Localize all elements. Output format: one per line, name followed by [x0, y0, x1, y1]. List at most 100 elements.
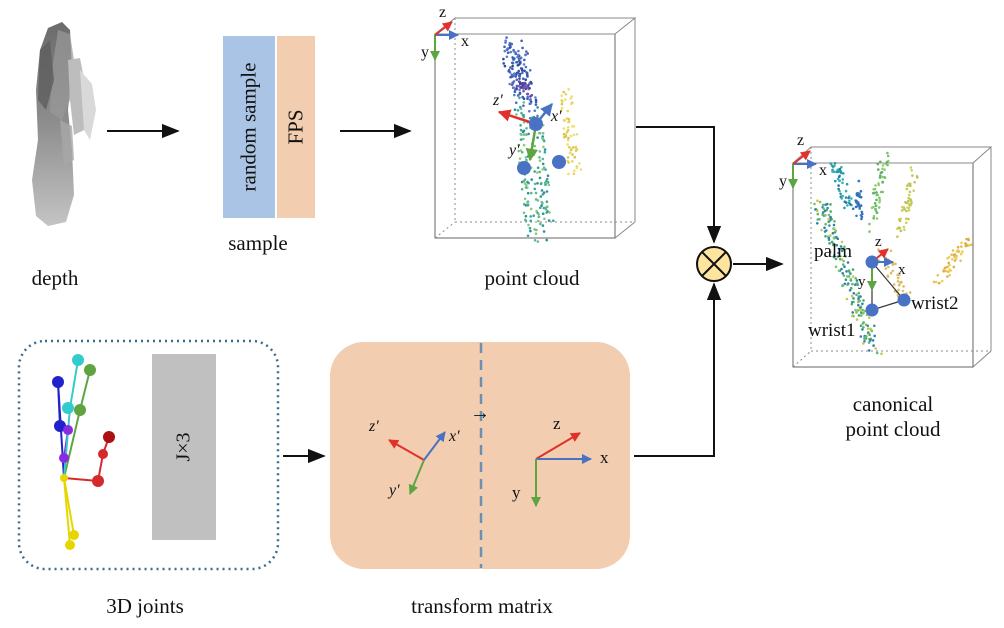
label-sample: sample — [228, 231, 288, 255]
cloud-point — [566, 109, 569, 113]
cloud-point — [533, 182, 537, 186]
cloud-point — [563, 119, 566, 122]
cloud-point — [907, 209, 911, 212]
cloud-point — [518, 88, 521, 92]
cloud-point — [948, 273, 951, 277]
cloud-point — [526, 52, 529, 55]
cloud-point — [905, 201, 908, 205]
cloud-point — [528, 98, 532, 102]
cloud-point — [858, 192, 861, 195]
cloud-point — [873, 324, 876, 328]
cloud-point — [541, 157, 545, 161]
skeleton-joints — [52, 354, 115, 550]
cloud-point — [530, 82, 533, 85]
cloud-point — [872, 188, 875, 191]
cloud-point — [881, 167, 884, 171]
cloud-point — [567, 126, 570, 129]
pointcloud-frame-axes — [430, 21, 459, 61]
cloud-point — [833, 227, 836, 230]
cloud-point — [525, 92, 529, 96]
cloud-point — [907, 217, 910, 221]
cloud-point — [502, 57, 505, 61]
cloud-point — [530, 178, 533, 181]
cloud-point — [896, 280, 900, 283]
cloud-point — [868, 222, 871, 226]
cloud-point — [520, 187, 524, 191]
cloud-point — [523, 178, 527, 181]
canonical-palm-label: palm — [814, 241, 852, 262]
cloud-point — [534, 198, 538, 201]
cloud-point — [820, 228, 823, 232]
cloud-point — [872, 216, 875, 220]
cloud-point — [560, 106, 564, 110]
cloud-point — [904, 217, 908, 220]
cloud-point — [952, 265, 956, 269]
cloud-point — [579, 168, 583, 171]
cloud-point — [566, 138, 570, 142]
cloud-point — [874, 204, 878, 208]
cloud-point — [868, 230, 871, 233]
cloud-point — [526, 234, 530, 238]
cloud-point — [816, 212, 820, 216]
cloud-point — [944, 269, 948, 273]
cloud-point — [834, 265, 838, 269]
cloud-point — [518, 96, 521, 100]
cloud-point — [505, 36, 508, 39]
skeleton-figure — [57, 359, 110, 546]
cloud-point — [847, 282, 850, 285]
cloud-point — [855, 293, 858, 297]
cloud-point — [832, 223, 836, 227]
cloud-point — [524, 214, 528, 218]
cloud-point — [844, 278, 848, 282]
cloud-point — [527, 223, 530, 227]
cloud-point — [940, 279, 944, 283]
cloud-point — [909, 166, 913, 169]
cloud-point — [873, 202, 877, 205]
cloud-point — [519, 128, 523, 132]
point-cloud-cube — [433, 17, 637, 239]
cloud-point — [826, 206, 829, 210]
cloud-point — [829, 210, 832, 213]
cloud-point — [897, 288, 900, 292]
cloud-point — [880, 352, 883, 356]
cloud-point — [519, 124, 522, 127]
cloud-point — [854, 277, 857, 280]
cloud-point — [525, 127, 528, 130]
cloud-point — [844, 254, 847, 258]
cloud-point — [961, 250, 964, 253]
cloud-point — [539, 206, 542, 209]
cloud-point — [516, 64, 520, 67]
cloud-point — [872, 344, 875, 347]
cloud-point — [522, 63, 526, 66]
cloud-point — [513, 108, 517, 111]
cloud-point — [559, 109, 563, 113]
cloud-point — [523, 197, 527, 201]
cloud-point — [960, 241, 963, 245]
cloud-point — [523, 58, 526, 62]
cloud-point — [536, 114, 539, 118]
cloud-point — [875, 351, 879, 355]
cloud-point — [518, 157, 522, 160]
cloud-point — [896, 273, 899, 277]
cloud-point — [536, 106, 539, 109]
fps-label: FPS — [283, 109, 308, 145]
cloud-point — [567, 87, 570, 91]
cloud-point — [816, 222, 819, 225]
cloud-point — [532, 214, 535, 217]
cloud-point — [545, 200, 549, 203]
cloud-point — [857, 300, 861, 303]
cloud-point — [564, 134, 568, 138]
cloud-point — [887, 265, 890, 269]
cloud-point — [517, 143, 520, 147]
cloud-point — [837, 184, 840, 187]
cloud-point — [906, 184, 909, 187]
tf-axis-y: y — [512, 483, 521, 502]
cloud-point — [908, 190, 912, 194]
cloud-point — [568, 146, 571, 149]
cloud-point — [949, 269, 952, 272]
cloud-point — [567, 117, 571, 121]
cloud-point — [896, 276, 900, 280]
cloud-point — [884, 267, 888, 270]
cloud-point — [511, 81, 514, 84]
cloud-point — [910, 169, 913, 172]
